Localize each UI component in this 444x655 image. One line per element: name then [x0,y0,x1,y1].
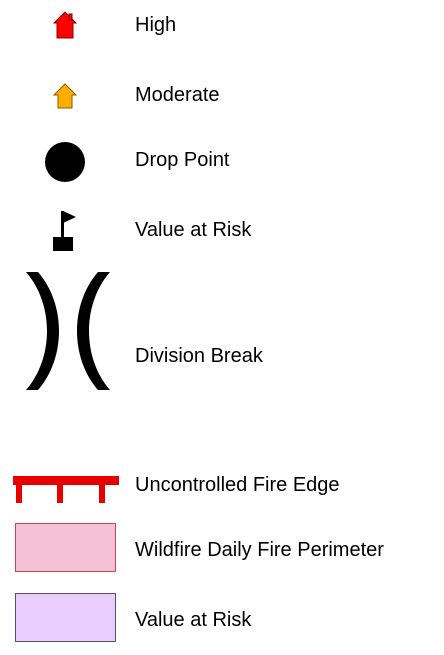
house-icon [52,11,78,39]
legend-item-uncontrolled-fire-edge: Uncontrolled Fire Edge [0,465,444,505]
fire-perimeter-swatch [15,523,116,572]
legend-item-wildfire-daily-fire-perimeter: Wildfire Daily Fire Perimeter [0,520,444,575]
legend-label: Drop Point [135,149,230,171]
legend-label: Value at Risk [135,609,252,631]
legend-item-value-at-risk-point: Value at Risk [0,205,444,255]
fire-edge-line-icon [13,476,119,503]
house-icon [52,83,78,109]
legend-label: Division Break [135,345,263,367]
legend-label: Uncontrolled Fire Edge [135,474,340,496]
legend-item-value-at-risk-area: Value at Risk [0,590,444,645]
legend-item-high: High [0,0,444,50]
legend-label: Moderate [135,84,220,106]
value-at-risk-swatch [15,593,116,642]
flag-icon [53,211,76,251]
division-break-icon [26,272,110,390]
legend-item-drop-point: Drop Point [0,135,444,185]
filled-circle-icon [45,142,85,182]
legend-label: Value at Risk [135,219,252,241]
legend-label: Wildfire Daily Fire Perimeter [135,539,384,561]
legend-item-moderate: Moderate [0,70,444,120]
legend-item-division-break: Division Break [0,265,444,395]
legend-label: High [135,14,177,36]
